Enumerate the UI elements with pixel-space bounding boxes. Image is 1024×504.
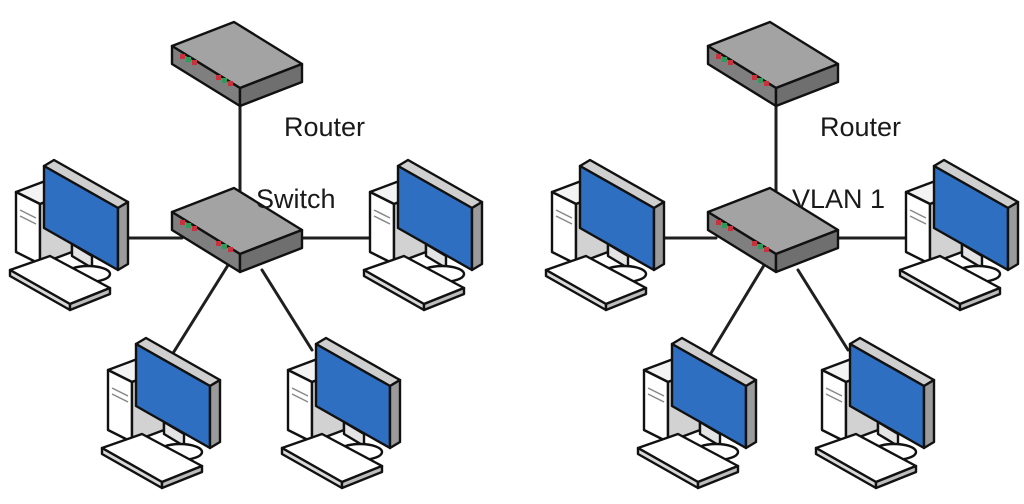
vlan-label: VLAN 1 (792, 184, 885, 214)
diagram-right: Router VLAN 1 (544, 20, 1020, 490)
computer-icon (544, 158, 666, 312)
link-vlan-pc-bottom-left (706, 260, 768, 360)
computer-icon (898, 158, 1020, 312)
computer-icon (636, 336, 758, 490)
computer-icon (280, 336, 402, 490)
diagram-left: Router Switch (8, 20, 484, 490)
router-label: Router (284, 112, 365, 142)
router-icon (706, 20, 840, 108)
computer-icon (100, 336, 222, 490)
computer-icon (8, 158, 130, 312)
computer-icon (362, 158, 484, 312)
router-icon (170, 20, 304, 108)
switch-label: Switch (256, 184, 336, 214)
link-vlan-pc-bottom-right (796, 268, 850, 352)
link-switch-pc-bottom-right (260, 268, 314, 352)
computer-icon (814, 336, 936, 490)
link-switch-pc-bottom-left (168, 260, 232, 360)
router-label: Router (820, 112, 901, 142)
